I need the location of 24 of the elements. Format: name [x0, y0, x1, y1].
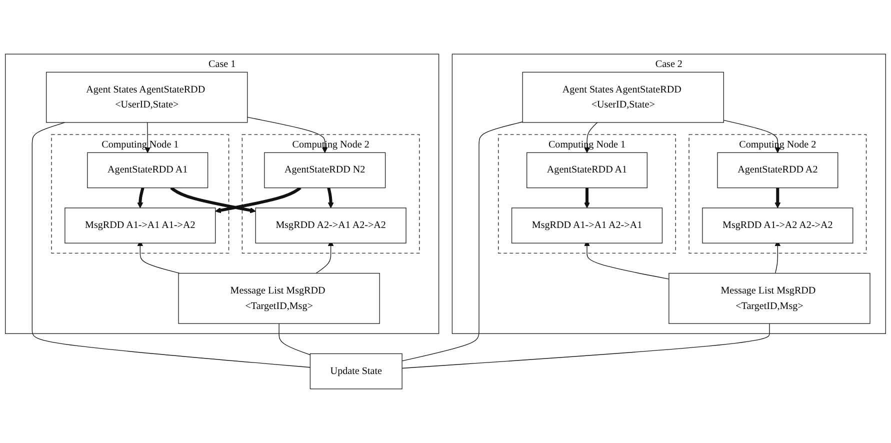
- node-box: Message List MsgRDD <TargetID,Msg>: [178, 272, 380, 324]
- arrow: [144, 122, 151, 153]
- connector: [278, 323, 311, 356]
- connector: [32, 122, 311, 368]
- arrow: [137, 187, 144, 208]
- node-box: MsgRDD A2->A1 A2->A2: [255, 208, 406, 244]
- node-box: AgentStateRDD N2: [264, 152, 386, 188]
- node-box: MsgRDD A1->A1 A2->A1: [511, 208, 663, 244]
- node-box: Agent States AgentStateRDD <UserID,State>: [46, 72, 248, 123]
- arrow: [215, 186, 302, 214]
- node-box: MsgRDD A1->A1 A1->A2: [64, 208, 216, 244]
- node-box: MsgRDD A1->A2 A2->A2: [702, 208, 854, 244]
- connector: [402, 122, 523, 362]
- node-box: Update State: [310, 353, 402, 390]
- arrow: [774, 188, 781, 208]
- arrow: [170, 186, 256, 214]
- node-box: Agent States AgentStateRDD <UserID,State>: [522, 72, 724, 123]
- connector: [402, 323, 770, 369]
- node-box: Message List MsgRDD <TargetID,Msg>: [668, 272, 870, 324]
- arrow: [327, 188, 334, 208]
- node-box: AgentStateRDD A1: [526, 152, 648, 188]
- node-box: AgentStateRDD A2: [717, 152, 838, 188]
- node-box: AgentStateRDD A1: [87, 152, 208, 188]
- arrow: [584, 188, 590, 208]
